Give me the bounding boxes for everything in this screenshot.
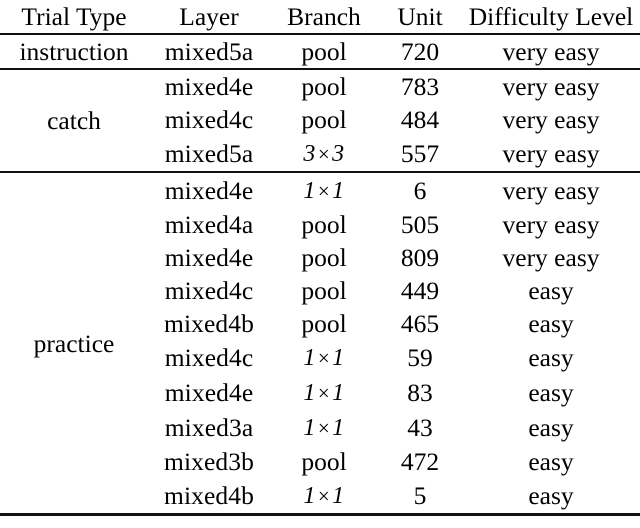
cell-unit: 472: [400, 447, 440, 476]
cell-trial-type: catch: [0, 68, 148, 172]
table-footer: [0, 513, 640, 521]
table-row: mixed4a pool 505 very easy: [0, 208, 640, 241]
cell-layer: mixed4c: [164, 105, 254, 134]
cell-layer: mixed4a: [164, 210, 254, 239]
table-header-row: Trial Type Layer Branch Unit Difficulty …: [0, 0, 640, 34]
cell-difficulty: very easy: [462, 171, 640, 208]
table-row: mixed4c pool 484 very easy: [0, 103, 640, 136]
cell-difficulty: very easy: [502, 105, 600, 134]
cell-branch: pool: [301, 309, 347, 338]
branch-kernel-size: 3×3: [303, 141, 345, 167]
cell-unit: 59: [407, 343, 433, 372]
cell-branch: 3×3: [270, 136, 378, 172]
branch-kernel-size: 1×1: [303, 380, 345, 406]
rule-cell: [270, 513, 378, 521]
table-body: Trial Type Layer Branch Unit Difficulty …: [0, 0, 640, 34]
cell-layer: mixed4b: [164, 309, 254, 338]
column-header-layer: Layer: [179, 2, 239, 31]
cell-branch: 1×1: [270, 340, 378, 375]
table-bottom-rule: [0, 513, 640, 521]
cell-trial-type: instruction: [0, 33, 148, 69]
cell-unit: 809: [400, 243, 440, 272]
cell-difficulty: easy: [528, 343, 574, 372]
cell-unit: 43: [407, 413, 433, 442]
table-row: mixed4c 1×1 59 easy: [0, 340, 640, 375]
cell-branch: pool: [301, 210, 347, 239]
rule-cell: [378, 513, 462, 521]
column-header-difficulty: Difficulty Level: [468, 2, 634, 31]
cell-branch: pool: [301, 447, 347, 476]
cell-difficulty: easy: [528, 378, 574, 407]
table-row: mixed4c pool 449 easy: [0, 274, 640, 307]
table-row: mixed3b pool 472 easy: [0, 445, 640, 478]
rule-cell: [462, 513, 640, 521]
cell-unit: 449: [400, 276, 440, 305]
cell-unit: 83: [407, 378, 433, 407]
rule-cell: [0, 513, 148, 521]
column-header-unit: Unit: [397, 2, 443, 31]
cell-layer: mixed5a: [164, 139, 254, 168]
cell-difficulty: very easy: [502, 139, 600, 168]
cell-branch: 1×1: [270, 410, 378, 445]
cell-trial-type: practice: [0, 171, 148, 515]
rule-cell: [148, 513, 270, 521]
cell-difficulty: very easy: [502, 210, 600, 239]
cell-unit: 505: [400, 210, 440, 239]
cell-difficulty: very easy: [502, 243, 600, 272]
cell-difficulty: easy: [528, 447, 574, 476]
column-header-branch: Branch: [287, 2, 361, 31]
cell-unit: 720: [378, 33, 462, 69]
cell-difficulty: easy: [528, 309, 574, 338]
cell-layer: mixed5a: [148, 33, 270, 69]
cell-difficulty: easy: [528, 276, 574, 305]
branch-kernel-size: 1×1: [303, 483, 345, 509]
table-row: mixed3a 1×1 43 easy: [0, 410, 640, 445]
cell-unit: 465: [400, 309, 440, 338]
cell-branch: 1×1: [270, 171, 378, 208]
cell-unit: 5: [413, 481, 427, 510]
table-row: mixed4b 1×1 5 easy: [0, 478, 640, 515]
cell-branch: pool: [301, 243, 347, 272]
cell-layer: mixed4b: [164, 481, 254, 510]
table-row: mixed4b pool 465 easy: [0, 307, 640, 340]
cell-layer: mixed4e: [148, 68, 270, 103]
cell-layer: mixed4e: [148, 171, 270, 208]
table-row: mixed5a 3×3 557 very easy: [0, 136, 640, 172]
column-header-trial-type: Trial Type: [21, 2, 127, 31]
branch-kernel-size: 1×1: [303, 178, 345, 204]
cell-difficulty: easy: [528, 481, 574, 510]
cell-branch: pool: [301, 105, 347, 134]
cell-layer: mixed4c: [164, 343, 254, 372]
cell-layer: mixed3b: [164, 447, 254, 476]
branch-kernel-size: 1×1: [303, 415, 345, 441]
cell-difficulty: easy: [528, 413, 574, 442]
cell-unit: 783: [378, 68, 462, 103]
cell-difficulty: very easy: [462, 33, 640, 69]
cell-branch: pool: [301, 276, 347, 305]
cell-branch: pool: [270, 33, 378, 69]
cell-unit: 557: [400, 139, 440, 168]
cell-branch: 1×1: [270, 478, 378, 515]
cell-layer: mixed4c: [164, 276, 254, 305]
cell-layer: mixed4e: [164, 243, 254, 272]
cell-branch: pool: [270, 68, 378, 103]
cell-unit: 484: [400, 105, 440, 134]
branch-kernel-size: 1×1: [303, 345, 345, 371]
cell-layer: mixed4e: [164, 378, 254, 407]
cell-branch: 1×1: [270, 375, 378, 410]
table-row: mixed4e pool 809 very easy: [0, 241, 640, 274]
cell-layer: mixed3a: [164, 413, 254, 442]
cell-unit: 6: [378, 171, 462, 208]
cell-difficulty: very easy: [462, 68, 640, 103]
table-row: mixed4e 1×1 83 easy: [0, 375, 640, 410]
